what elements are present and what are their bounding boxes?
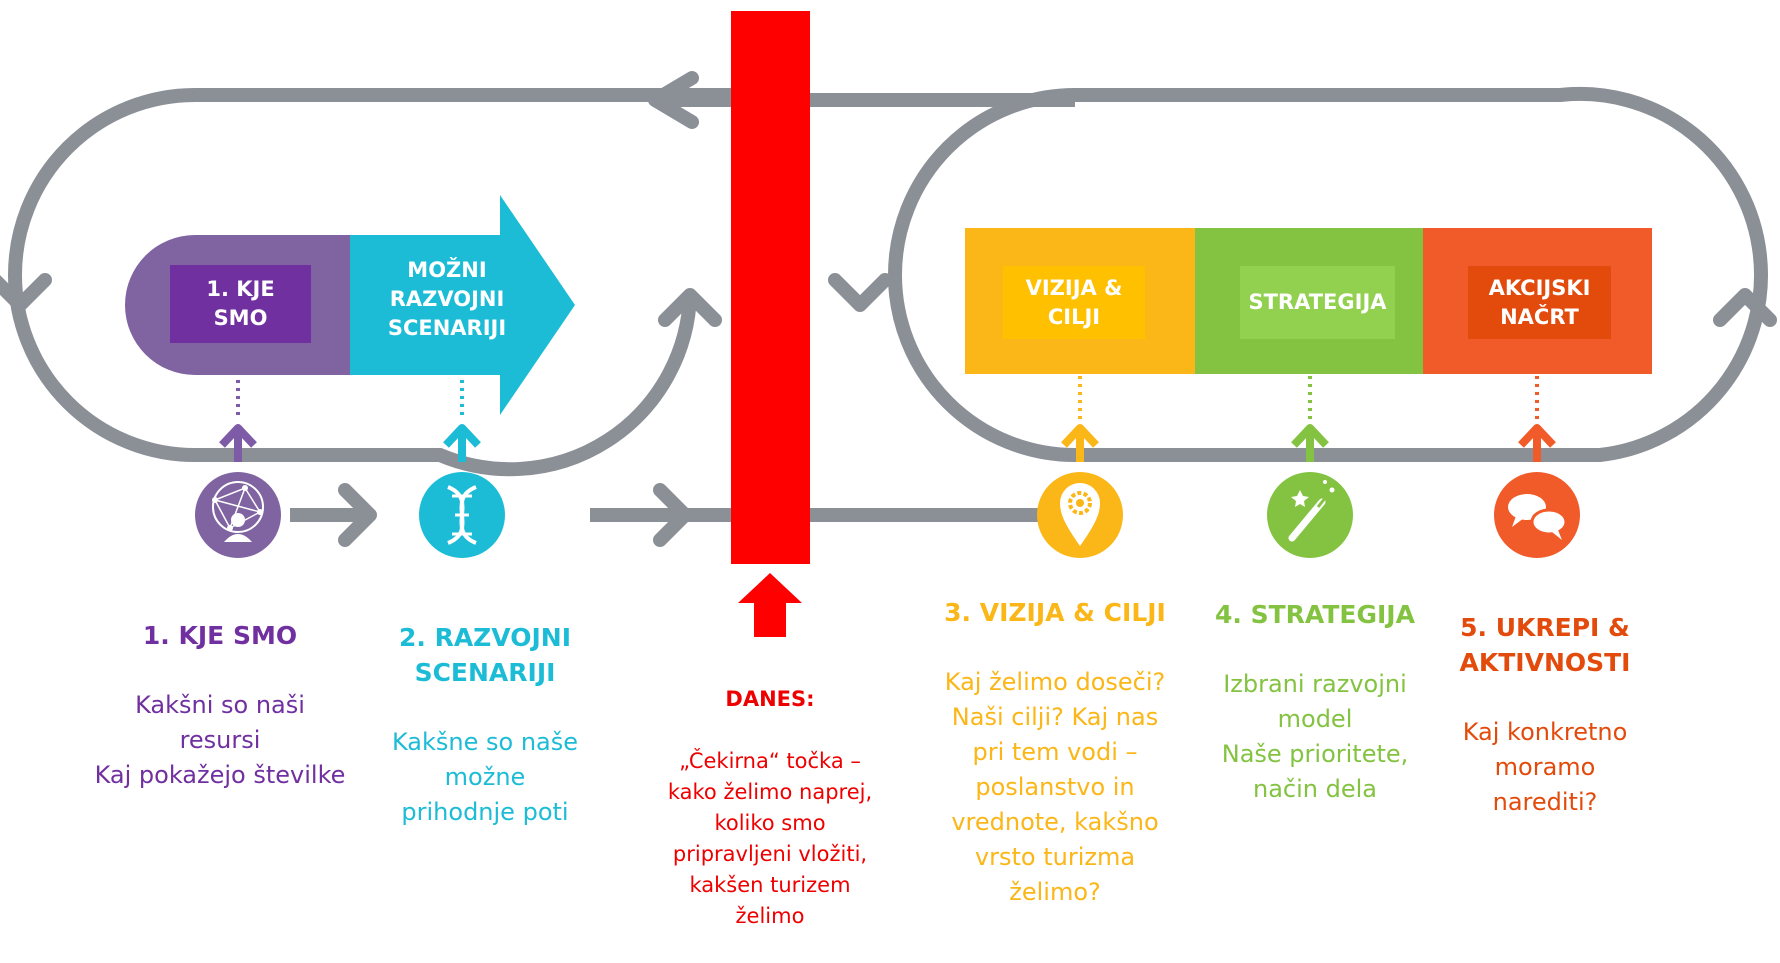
box-label-scenariji: MOŽNI RAZVOJNI SCENARIJI — [387, 257, 507, 340]
loop-arrow-far-right-up — [1713, 288, 1777, 327]
vizija-box — [1003, 266, 1145, 339]
step-4-title: 4. STRATEGIJA — [1215, 600, 1415, 629]
step-2-text: Kakšne so naše možne prihodnje poti — [391, 728, 579, 826]
loop-arrow-left-down — [0, 273, 52, 312]
box-label-strategija: STRATEGIJA — [1248, 290, 1387, 314]
strategija-box — [1240, 266, 1395, 339]
step-5: 5. UKREPI & AKTIVNOSTI Kaj konkretno mor… — [1420, 575, 1670, 855]
loop-arrow-right-down — [828, 273, 892, 312]
step-3-title: 3. VIZIJA & CILJI — [944, 598, 1166, 627]
akcijski-box — [1468, 266, 1611, 339]
left-loop — [8, 88, 780, 477]
connector-5 — [1518, 376, 1556, 462]
step-1: 1. KJE SMO Kakšni so naši resursi Kaj po… — [80, 583, 360, 828]
connector-3 — [1061, 376, 1099, 462]
map-pin-gear-icon — [1037, 472, 1123, 558]
dna-icon — [419, 472, 505, 558]
step-5-text: Kaj konkretno moramo narediti? — [1462, 718, 1628, 816]
chat-bubbles-icon — [1494, 472, 1580, 558]
scenariji-box — [380, 255, 515, 343]
step-3: 3. VIZIJA & CILJI Kaj želimo doseči? Naš… — [905, 560, 1205, 945]
forward-arrow-2 — [653, 483, 692, 547]
step-4: 4. STRATEGIJA Izbrani razvojni model Naš… — [1190, 562, 1440, 842]
box-label-vizija: VIZIJA & CILJI — [1025, 275, 1123, 329]
loop-arrow-middle-up — [658, 288, 722, 327]
magic-wand-icon — [1267, 472, 1353, 558]
danes-bar — [731, 11, 810, 564]
step-2: 2. RAZVOJNI SCENARIJI Kakšne so naše mož… — [360, 585, 610, 865]
danes-text: „Čekirna“ točka – kako želimo naprej, ko… — [667, 749, 873, 928]
box-label-akcijski: AKCIJSKI NAČRT — [1488, 275, 1591, 329]
connector-4 — [1291, 376, 1329, 462]
step-4-text: Izbrani razvojni model Naše prioritete, … — [1221, 670, 1409, 803]
step-1-text: Kakšni so naši resursi Kaj pokažejo štev… — [94, 691, 346, 789]
connector-2 — [443, 380, 481, 462]
network-person-icon — [195, 472, 281, 558]
box-label-kje-smo: 1. KJE SMO — [206, 277, 275, 330]
right-loop — [888, 86, 1769, 462]
danes-arrow — [738, 573, 802, 637]
process-diagram — [0, 11, 1777, 637]
step-5-title: 5. UKREPI & AKTIVNOSTI — [1459, 613, 1631, 677]
step-3-text: Kaj želimo doseči? Naši cilji? Kaj nas p… — [944, 668, 1166, 906]
step-1-title: 1. KJE SMO — [142, 621, 298, 650]
step-2-title: 2. RAZVOJNI SCENARIJI — [398, 623, 571, 687]
danes-title: DANES: — [725, 687, 815, 711]
kje-smo-box — [170, 265, 311, 343]
connector-1 — [219, 380, 257, 462]
top-left-arrowhead — [648, 71, 699, 129]
danes-note: DANES: „Čekirna“ točka – kako želimo nap… — [630, 653, 910, 963]
forward-arrow-1 — [338, 483, 377, 547]
